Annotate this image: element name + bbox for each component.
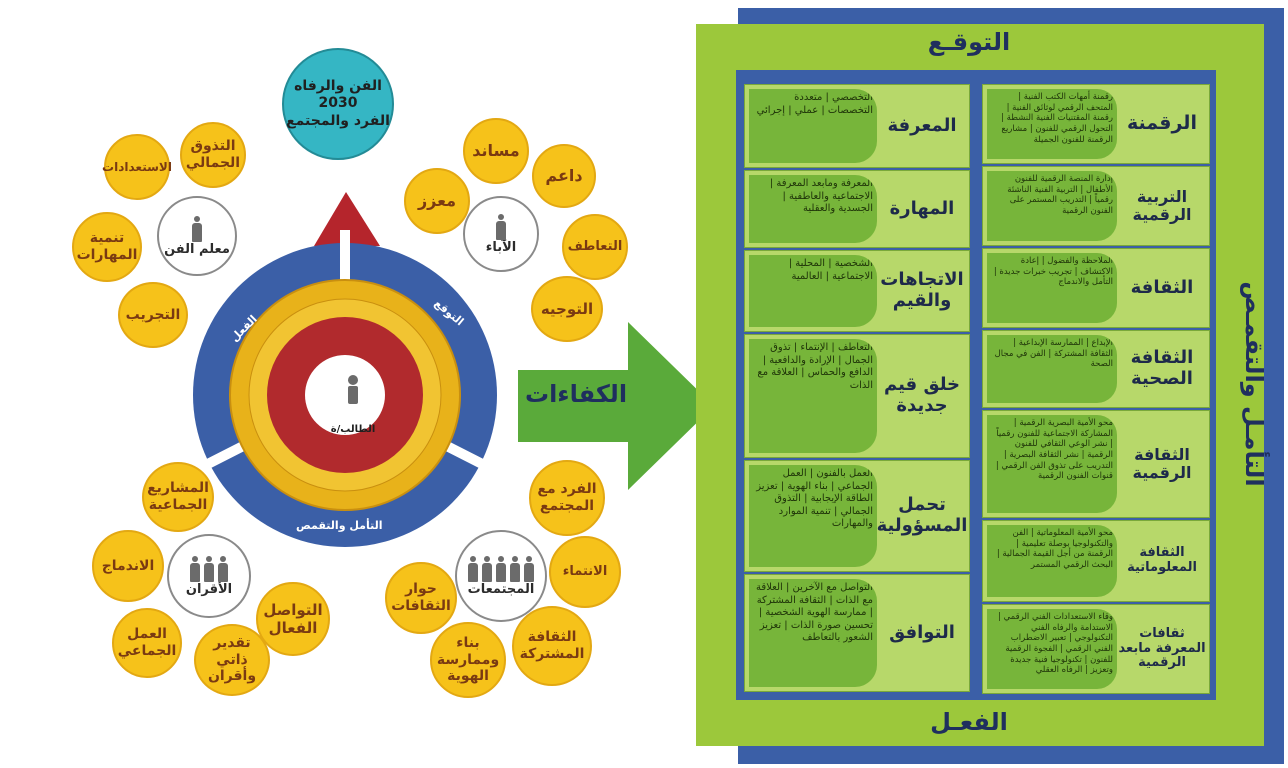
card-desc: المعرفة ومابعد المعرفة | الاجتماعية والع… — [749, 175, 877, 243]
parents-item: مساند — [463, 118, 529, 184]
peers-item: الاندماج — [92, 530, 164, 602]
card-desc: محو الأمية البصرية الرقمية | المشاركة ال… — [987, 415, 1117, 513]
communities-item: بناء وممارسة الهوية — [430, 622, 506, 698]
vision-line3: الفرد والمجتمع — [286, 112, 390, 129]
peers-item: المشاريع الجماعية — [142, 462, 214, 532]
person-icon — [495, 555, 507, 582]
panel-title-reflect: التأمـل والتقمـص — [1240, 281, 1268, 487]
card-title: التوافق — [889, 621, 955, 643]
panel-title-action: الفعـل — [930, 708, 1008, 736]
card-desc: التعاطف | الإنتماء | تذوق الجمال | الإرا… — [749, 339, 877, 453]
card-desc: رقمنة أمهات الكتب الفنية | المتحف الرقمي… — [987, 89, 1117, 159]
card-title: الثقافة المعلوماتية — [1127, 545, 1197, 575]
competencies-label: الكفاءات — [524, 380, 628, 408]
culture-card: رقمنة أمهات الكتب الفنية | المتحف الرقمي… — [982, 84, 1210, 164]
person-icon — [191, 215, 203, 242]
card-title: الاتجاهات والقيم — [880, 269, 964, 311]
person-icon — [467, 555, 479, 582]
ring-label-reflect: التأمل والتقمص — [296, 519, 383, 532]
competency-wheel — [193, 192, 497, 547]
parents-item: داعم — [532, 144, 596, 208]
card-desc: الملاحظة والفضول | إعادة الاكتشاف | تجري… — [987, 253, 1117, 323]
parents-item: التوجيه — [531, 276, 603, 342]
vision-line2: 2030 — [318, 95, 358, 112]
card-title: ثقافات المعرفة مابعد الرقمية — [1118, 625, 1206, 671]
culture-card: محو الأمية المعلوماتية | الفن والتكنولوج… — [982, 520, 1210, 602]
competency-card: التعاطف | الإنتماء | تذوق الجمال | الإرا… — [744, 334, 970, 458]
teacher-role: معلم الفن — [157, 196, 237, 276]
card-title: المعرفة — [887, 114, 957, 136]
vision-line1: الفن والرفاه — [294, 77, 382, 94]
parents-item: معزز — [404, 168, 470, 234]
peers-item: تقدير ذاتي وأقران — [194, 624, 270, 696]
culture-card: إدارة المنصة الرقمية للفنون الأطفال | ال… — [982, 166, 1210, 246]
person-icon — [523, 555, 535, 582]
panel-title-expect: التوقـع — [927, 28, 1011, 56]
card-desc: إدارة المنصة الرقمية للفنون الأطفال | ال… — [987, 171, 1117, 241]
culture-card: وقاء الاستعدادات الفني الرقمي | الاستدام… — [982, 604, 1210, 694]
card-desc: التواصل مع الآخرين | العلاقة مع الذات | … — [749, 579, 877, 687]
teacher-item: الاستعدادات — [102, 134, 172, 200]
culture-card: الإبداع | الممارسة الإبداعية | الثقافة ا… — [982, 330, 1210, 408]
card-title: المهارة — [889, 197, 955, 219]
teacher-item: التذوق الجمالي — [180, 122, 246, 188]
communities-label: المجتمعات — [467, 581, 535, 597]
card-desc: التخصصي | متعددة التخصصات | عملي | إجرائ… — [749, 89, 877, 163]
competency-card: العمل بالفنون | العمل الجماعي | بناء اله… — [744, 460, 970, 572]
card-title: تحمل المسؤولية — [876, 494, 968, 536]
competencies-arrow — [518, 322, 714, 490]
person-icon — [189, 555, 201, 582]
communities-role: المجتمعات — [455, 530, 547, 622]
communities-item: حوار الثقافات — [385, 562, 457, 634]
card-title: التربية الرقمية — [1132, 186, 1192, 224]
competency-card: التخصصي | متعددة التخصصات | عملي | إجرائ… — [744, 84, 970, 168]
communities-item: الثقافة المشتركة — [512, 606, 592, 686]
parents-label: الآباء — [485, 239, 517, 255]
person-icon — [203, 555, 215, 582]
culture-card: محو الأمية البصرية الرقمية | المشاركة ال… — [982, 410, 1210, 518]
card-title: خلق قيم جديدة — [883, 374, 961, 416]
person-icon — [217, 555, 229, 582]
culture-card: الملاحظة والفضول | إعادة الاكتشاف | تجري… — [982, 248, 1210, 328]
card-title: الثقافة — [1130, 276, 1194, 298]
card-desc: العمل بالفنون | العمل الجماعي | بناء اله… — [749, 465, 877, 567]
peers-label: الأقران — [185, 581, 233, 597]
parents-item: التعاطف — [562, 214, 628, 280]
competency-card: التواصل مع الآخرين | العلاقة مع الذات | … — [744, 574, 970, 692]
parents-role: الآباء — [463, 196, 539, 272]
card-title: الثقافة الصحية — [1130, 347, 1194, 389]
communities-item: الفرد مع المجتمع — [529, 460, 605, 536]
person-icon — [509, 555, 521, 582]
up-arrow-triangle — [314, 192, 380, 246]
card-title: الثقافة الرقمية — [1132, 444, 1192, 482]
peers-role: الأقران — [167, 534, 251, 618]
teacher-item: تنمية المهارات — [72, 212, 142, 282]
person-icon — [481, 555, 493, 582]
vision-circle: الفن والرفاه 2030 الفرد والمجتمع — [282, 48, 394, 160]
teacher-item: التجريب — [118, 282, 188, 348]
card-desc: الشخصية | المحلية | الاجتماعية | العالمي… — [749, 255, 877, 327]
teacher-label: معلم الفن — [164, 241, 230, 257]
card-title: الرقمنة — [1127, 112, 1197, 135]
peers-item: العمل الجماعي — [112, 608, 182, 678]
communities-item: الانتماء — [549, 536, 621, 608]
competency-card: المعرفة ومابعد المعرفة | الاجتماعية والع… — [744, 170, 970, 248]
peers-item: التواصل الفعال — [256, 582, 330, 656]
center-label: الطالب/ة — [330, 424, 376, 435]
center-circle — [305, 355, 385, 435]
card-desc: محو الأمية المعلوماتية | الفن والتكنولوج… — [987, 525, 1117, 597]
person-icon — [495, 213, 507, 240]
competency-card: الشخصية | المحلية | الاجتماعية | العالمي… — [744, 250, 970, 332]
card-desc: الإبداع | الممارسة الإبداعية | الثقافة ا… — [987, 335, 1117, 403]
card-desc: وقاء الاستعدادات الفني الرقمي | الاستدام… — [987, 609, 1117, 689]
